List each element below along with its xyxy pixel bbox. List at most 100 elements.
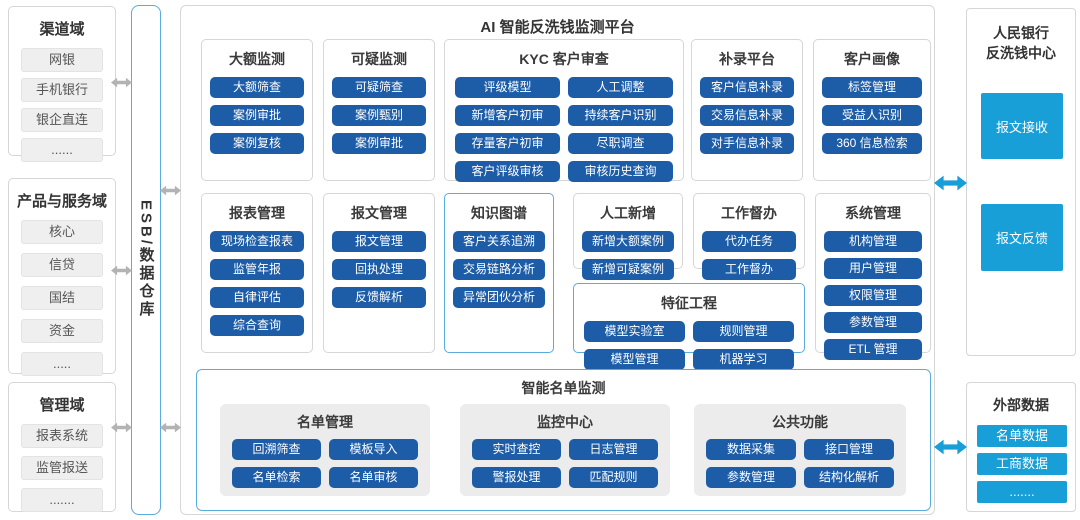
system-item-more: ....... <box>21 488 103 512</box>
section-title: 报文管理 <box>351 205 407 221</box>
esb-data-warehouse-bus: ESB/数据仓库 <box>131 5 161 515</box>
module-button[interactable]: 新增大额案例 <box>582 231 674 252</box>
bidirectional-arrow-icon <box>111 77 132 88</box>
message-feedback-box[interactable]: 报文反馈 <box>981 204 1063 271</box>
module-button[interactable]: 报文管理 <box>332 231 426 252</box>
bidirectional-arrow-icon <box>111 265 132 276</box>
module-button[interactable]: 数据采集 <box>706 439 796 460</box>
module-button[interactable]: 现场检查报表 <box>210 231 304 252</box>
bidirectional-arrow-icon <box>160 185 181 196</box>
module-button[interactable]: 模型实验室 <box>584 321 685 342</box>
module-button[interactable]: 可疑筛查 <box>332 77 426 98</box>
section-title: 人工新增 <box>600 205 656 221</box>
module-button[interactable]: 客户信息补录 <box>700 77 794 98</box>
module-button[interactable]: 尽职调查 <box>568 133 673 154</box>
module-button[interactable]: 规则管理 <box>693 321 794 342</box>
module-button[interactable]: 用户管理 <box>824 258 922 279</box>
section-knowledge-graph: 知识图谱 客户关系追溯 交易链路分析 异常团伙分析 <box>444 193 554 353</box>
module-button[interactable]: 持续客户识别 <box>568 105 673 126</box>
system-item[interactable]: 信贷 <box>21 253 103 277</box>
module-button[interactable]: 360 信息检索 <box>822 133 922 154</box>
section-work-supervision: 工作督办 代办任务 工作督办 <box>693 193 805 280</box>
module-button[interactable]: 客户评级审核 <box>455 161 560 182</box>
module-button[interactable]: 名单检索 <box>232 467 321 488</box>
module-button[interactable]: 匹配规则 <box>569 467 658 488</box>
module-button[interactable]: 受益人识别 <box>822 105 922 126</box>
panel-title: 公共功能 <box>772 414 828 430</box>
panel-common-functions: 公共功能 数据采集 接口管理 参数管理 结构化解析 <box>694 404 906 496</box>
section-title: KYC 客户审查 <box>519 51 609 67</box>
system-item[interactable]: 手机银行 <box>21 78 103 102</box>
module-button[interactable]: 对手信息补录 <box>700 133 794 154</box>
system-item[interactable]: 网银 <box>21 48 103 72</box>
section-large-amount-monitoring: 大额监测 大额筛查 案例审批 案例复核 <box>201 39 313 181</box>
module-button[interactable]: 标签管理 <box>822 77 922 98</box>
system-item[interactable]: 银企直连 <box>21 108 103 132</box>
module-button[interactable]: 案例审批 <box>332 133 426 154</box>
system-item[interactable]: 监管报送 <box>21 456 103 480</box>
section-report-management: 报表管理 现场检查报表 监管年报 自律评估 综合查询 <box>201 193 313 353</box>
system-item[interactable]: 核心 <box>21 220 103 244</box>
module-button[interactable]: 接口管理 <box>804 439 894 460</box>
module-button[interactable]: 代办任务 <box>702 231 796 252</box>
module-button[interactable]: 人工调整 <box>568 77 673 98</box>
module-button[interactable]: 参数管理 <box>706 467 796 488</box>
module-button[interactable]: 评级模型 <box>455 77 560 98</box>
module-button[interactable]: 案例审批 <box>210 105 304 126</box>
group-title: 渠道域 <box>39 21 85 38</box>
external-data-item[interactable]: 名单数据 <box>977 425 1067 447</box>
module-button[interactable]: 审核历史查询 <box>568 161 673 182</box>
module-button[interactable]: ETL 管理 <box>824 339 922 360</box>
module-button[interactable]: 工作督办 <box>702 259 796 280</box>
module-button[interactable]: 案例复核 <box>210 133 304 154</box>
module-button[interactable]: 回执处理 <box>332 259 426 280</box>
section-message-management: 报文管理 报文管理 回执处理 反馈解析 <box>323 193 435 353</box>
external-data-item[interactable]: 工商数据 <box>977 453 1067 475</box>
module-button[interactable]: 监管年报 <box>210 259 304 280</box>
module-button[interactable]: 回溯筛查 <box>232 439 321 460</box>
module-button[interactable]: 大额筛查 <box>210 77 304 98</box>
system-item[interactable]: 资金 <box>21 319 103 343</box>
module-button[interactable]: 名单审核 <box>329 467 418 488</box>
module-button[interactable]: 机器学习 <box>693 349 794 370</box>
module-button[interactable]: 日志管理 <box>569 439 658 460</box>
platform-title: AI 智能反洗钱监测平台 <box>480 19 635 36</box>
module-button[interactable]: 新增客户初审 <box>455 105 560 126</box>
module-button[interactable]: 参数管理 <box>824 312 922 333</box>
group-title: 管理域 <box>39 397 85 414</box>
section-system-management: 系统管理 机构管理 用户管理 权限管理 参数管理 ETL 管理 <box>815 193 931 360</box>
module-button[interactable]: 新增可疑案例 <box>582 259 674 280</box>
module-button[interactable]: 交易信息补录 <box>700 105 794 126</box>
panel-monitoring-center: 监控中心 实时查控 日志管理 警报处理 匹配规则 <box>460 404 670 496</box>
group-title-line1: 人民银行 <box>993 25 1049 41</box>
module-button[interactable]: 案例甄别 <box>332 105 426 126</box>
module-button[interactable]: 警报处理 <box>472 467 561 488</box>
section-customer-profile: 客户画像 标签管理 受益人识别 360 信息检索 <box>813 39 931 181</box>
module-button[interactable]: 反馈解析 <box>332 287 426 308</box>
panel-title: 名单管理 <box>297 414 353 430</box>
module-button[interactable]: 模板导入 <box>329 439 418 460</box>
group-external-data: 外部数据 名单数据 工商数据 ....... <box>966 382 1076 512</box>
section-title: 客户画像 <box>844 51 900 67</box>
section-title: 报表管理 <box>229 205 285 221</box>
module-button[interactable]: 异常团伙分析 <box>453 287 545 308</box>
module-button[interactable]: 交易链路分析 <box>453 259 545 280</box>
module-button[interactable]: 自律评估 <box>210 287 304 308</box>
bidirectional-arrow-icon <box>934 175 967 191</box>
module-button[interactable]: 结构化解析 <box>804 467 894 488</box>
section-title: 补录平台 <box>719 51 775 67</box>
module-button[interactable]: 存量客户初审 <box>455 133 560 154</box>
module-button[interactable]: 综合查询 <box>210 315 304 336</box>
module-button[interactable]: 模型管理 <box>584 349 685 370</box>
section-suspicious-monitoring: 可疑监测 可疑筛查 案例甄别 案例审批 <box>323 39 435 181</box>
module-button[interactable]: 权限管理 <box>824 285 922 306</box>
module-button[interactable]: 客户关系追溯 <box>453 231 545 252</box>
module-button[interactable]: 实时查控 <box>472 439 561 460</box>
system-item[interactable]: 报表系统 <box>21 424 103 448</box>
message-receive-box[interactable]: 报文接收 <box>981 93 1063 159</box>
system-item-more: ...... <box>21 138 103 162</box>
system-item[interactable]: 国结 <box>21 286 103 310</box>
panel-title: 监控中心 <box>537 414 593 430</box>
module-button[interactable]: 机构管理 <box>824 231 922 252</box>
section-manual-add: 人工新增 新增大额案例 新增可疑案例 <box>573 193 683 280</box>
